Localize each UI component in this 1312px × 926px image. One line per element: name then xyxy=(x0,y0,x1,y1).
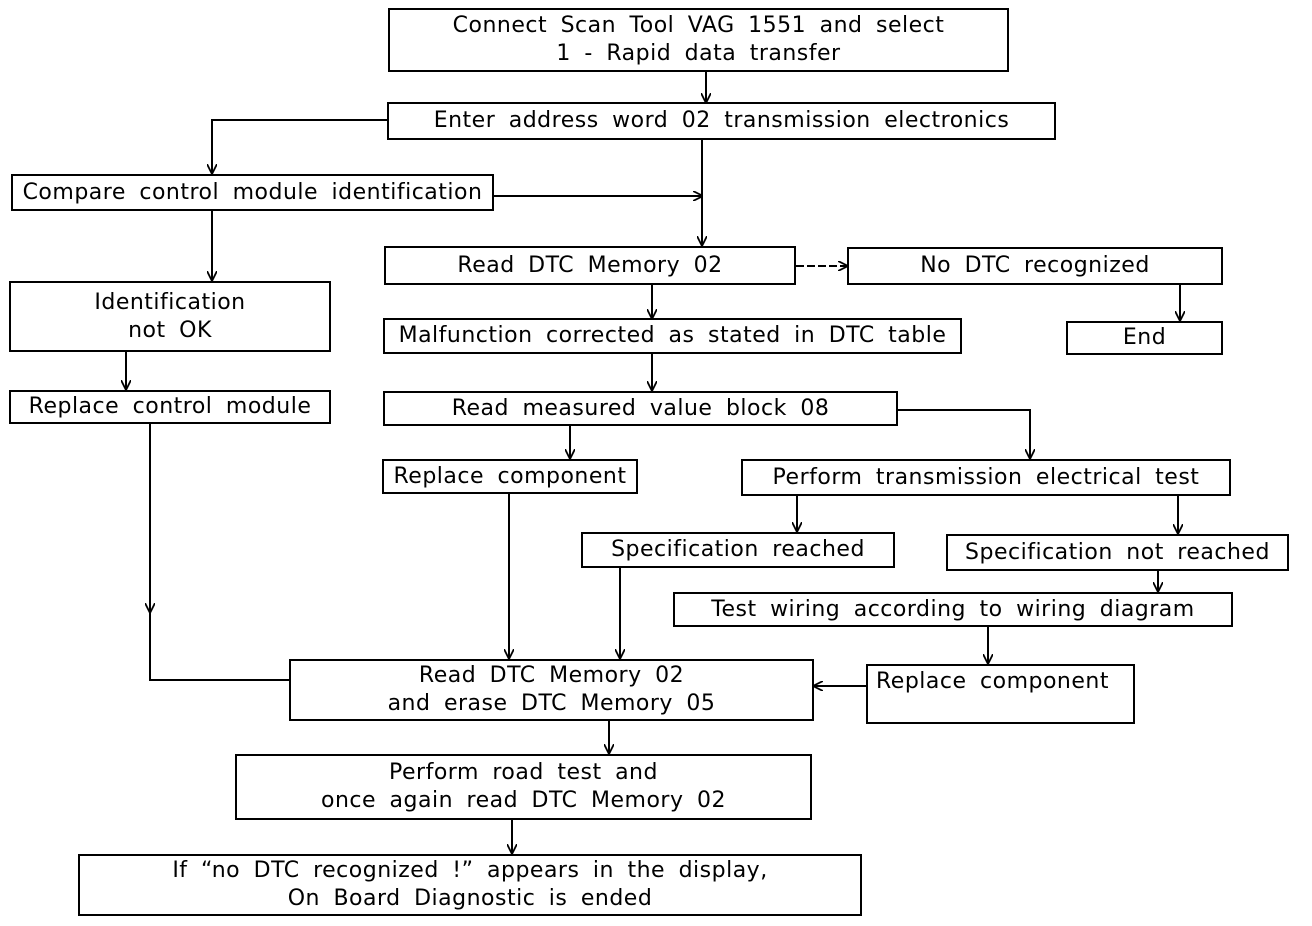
connector-replace-module-to-read-erase-b xyxy=(149,608,289,681)
node-no-dtc-line-1: No DTC recognized xyxy=(920,253,1150,278)
node-replace-module-line-1: Replace control module xyxy=(28,394,312,419)
node-compare: Compare control module identification xyxy=(11,174,494,211)
node-final: If “no DTC recognized !” appears in the … xyxy=(78,854,862,916)
node-road-test-line-2: once again read DTC Memory 02 xyxy=(321,788,726,813)
node-replace-component-2-line-1: Replace component xyxy=(876,669,1109,694)
node-read-dtc-line-1: Read DTC Memory 02 xyxy=(457,252,723,278)
node-ident-line-2: not OK xyxy=(128,317,212,343)
node-measured-value: Read measured value block 08 xyxy=(383,391,898,426)
node-address: Enter address word 02 transmission elect… xyxy=(387,102,1056,140)
node-malfunction: Malfunction corrected as stated in DTC t… xyxy=(383,318,962,354)
node-ident-not-ok: Identification not OK xyxy=(9,281,331,352)
node-road-test-line-1: Perform road test and xyxy=(389,760,658,785)
node-perform-electrical: Perform transmission electrical test xyxy=(741,459,1231,496)
node-read-erase: Read DTC Memory 02 and erase DTC Memory … xyxy=(289,659,814,721)
node-connect-line-1: Connect Scan Tool VAG 1551 and select xyxy=(452,13,945,38)
node-connect-line-2: 1 - Rapid data transfer xyxy=(556,41,841,66)
node-read-erase-line-1: Read DTC Memory 02 xyxy=(418,663,685,688)
node-spec-not-reached: Specification not reached xyxy=(946,534,1289,571)
node-test-wiring: Test wiring according to wiring diagram xyxy=(673,592,1233,627)
node-no-dtc: No DTC recognized xyxy=(847,247,1223,285)
node-read-dtc: Read DTC Memory 02 xyxy=(384,246,796,285)
node-spec-reached-line-1: Specification reached xyxy=(611,537,865,562)
node-perform-electrical-line-1: Perform transmission electrical test xyxy=(772,464,1200,490)
node-end-line-1: End xyxy=(1122,325,1167,350)
node-replace-module: Replace control module xyxy=(9,390,331,424)
node-measured-value-line-1: Read measured value block 08 xyxy=(451,395,830,421)
connector-address-to-compare xyxy=(212,119,387,173)
node-spec-reached: Specification reached xyxy=(581,532,895,568)
node-final-line-2: On Board Diagnostic is ended xyxy=(287,886,653,911)
node-ident-line-1: Identification xyxy=(94,289,246,315)
node-replace-component-1: Replace component xyxy=(382,459,638,494)
node-final-line-1: If “no DTC recognized !” appears in the … xyxy=(172,858,768,883)
node-compare-line-1: Compare control module identification xyxy=(22,179,483,205)
node-malfunction-line-1: Malfunction corrected as stated in DTC t… xyxy=(398,323,947,348)
node-test-wiring-line-1: Test wiring according to wiring diagram xyxy=(711,596,1195,622)
node-road-test: Perform road test and once again read DT… xyxy=(235,754,812,820)
node-end: End xyxy=(1066,321,1223,355)
node-read-erase-line-2: and erase DTC Memory 05 xyxy=(387,691,716,716)
node-address-line-1: Enter address word 02 transmission elect… xyxy=(433,108,1010,133)
node-connect: Connect Scan Tool VAG 1551 and select 1 … xyxy=(388,8,1009,72)
connector-measured-to-electrical xyxy=(898,409,1030,458)
node-replace-component-1-line-1: Replace component xyxy=(393,463,627,489)
node-spec-not-reached-line-1: Specification not reached xyxy=(965,539,1270,565)
node-replace-component-2: Replace component xyxy=(866,664,1135,724)
